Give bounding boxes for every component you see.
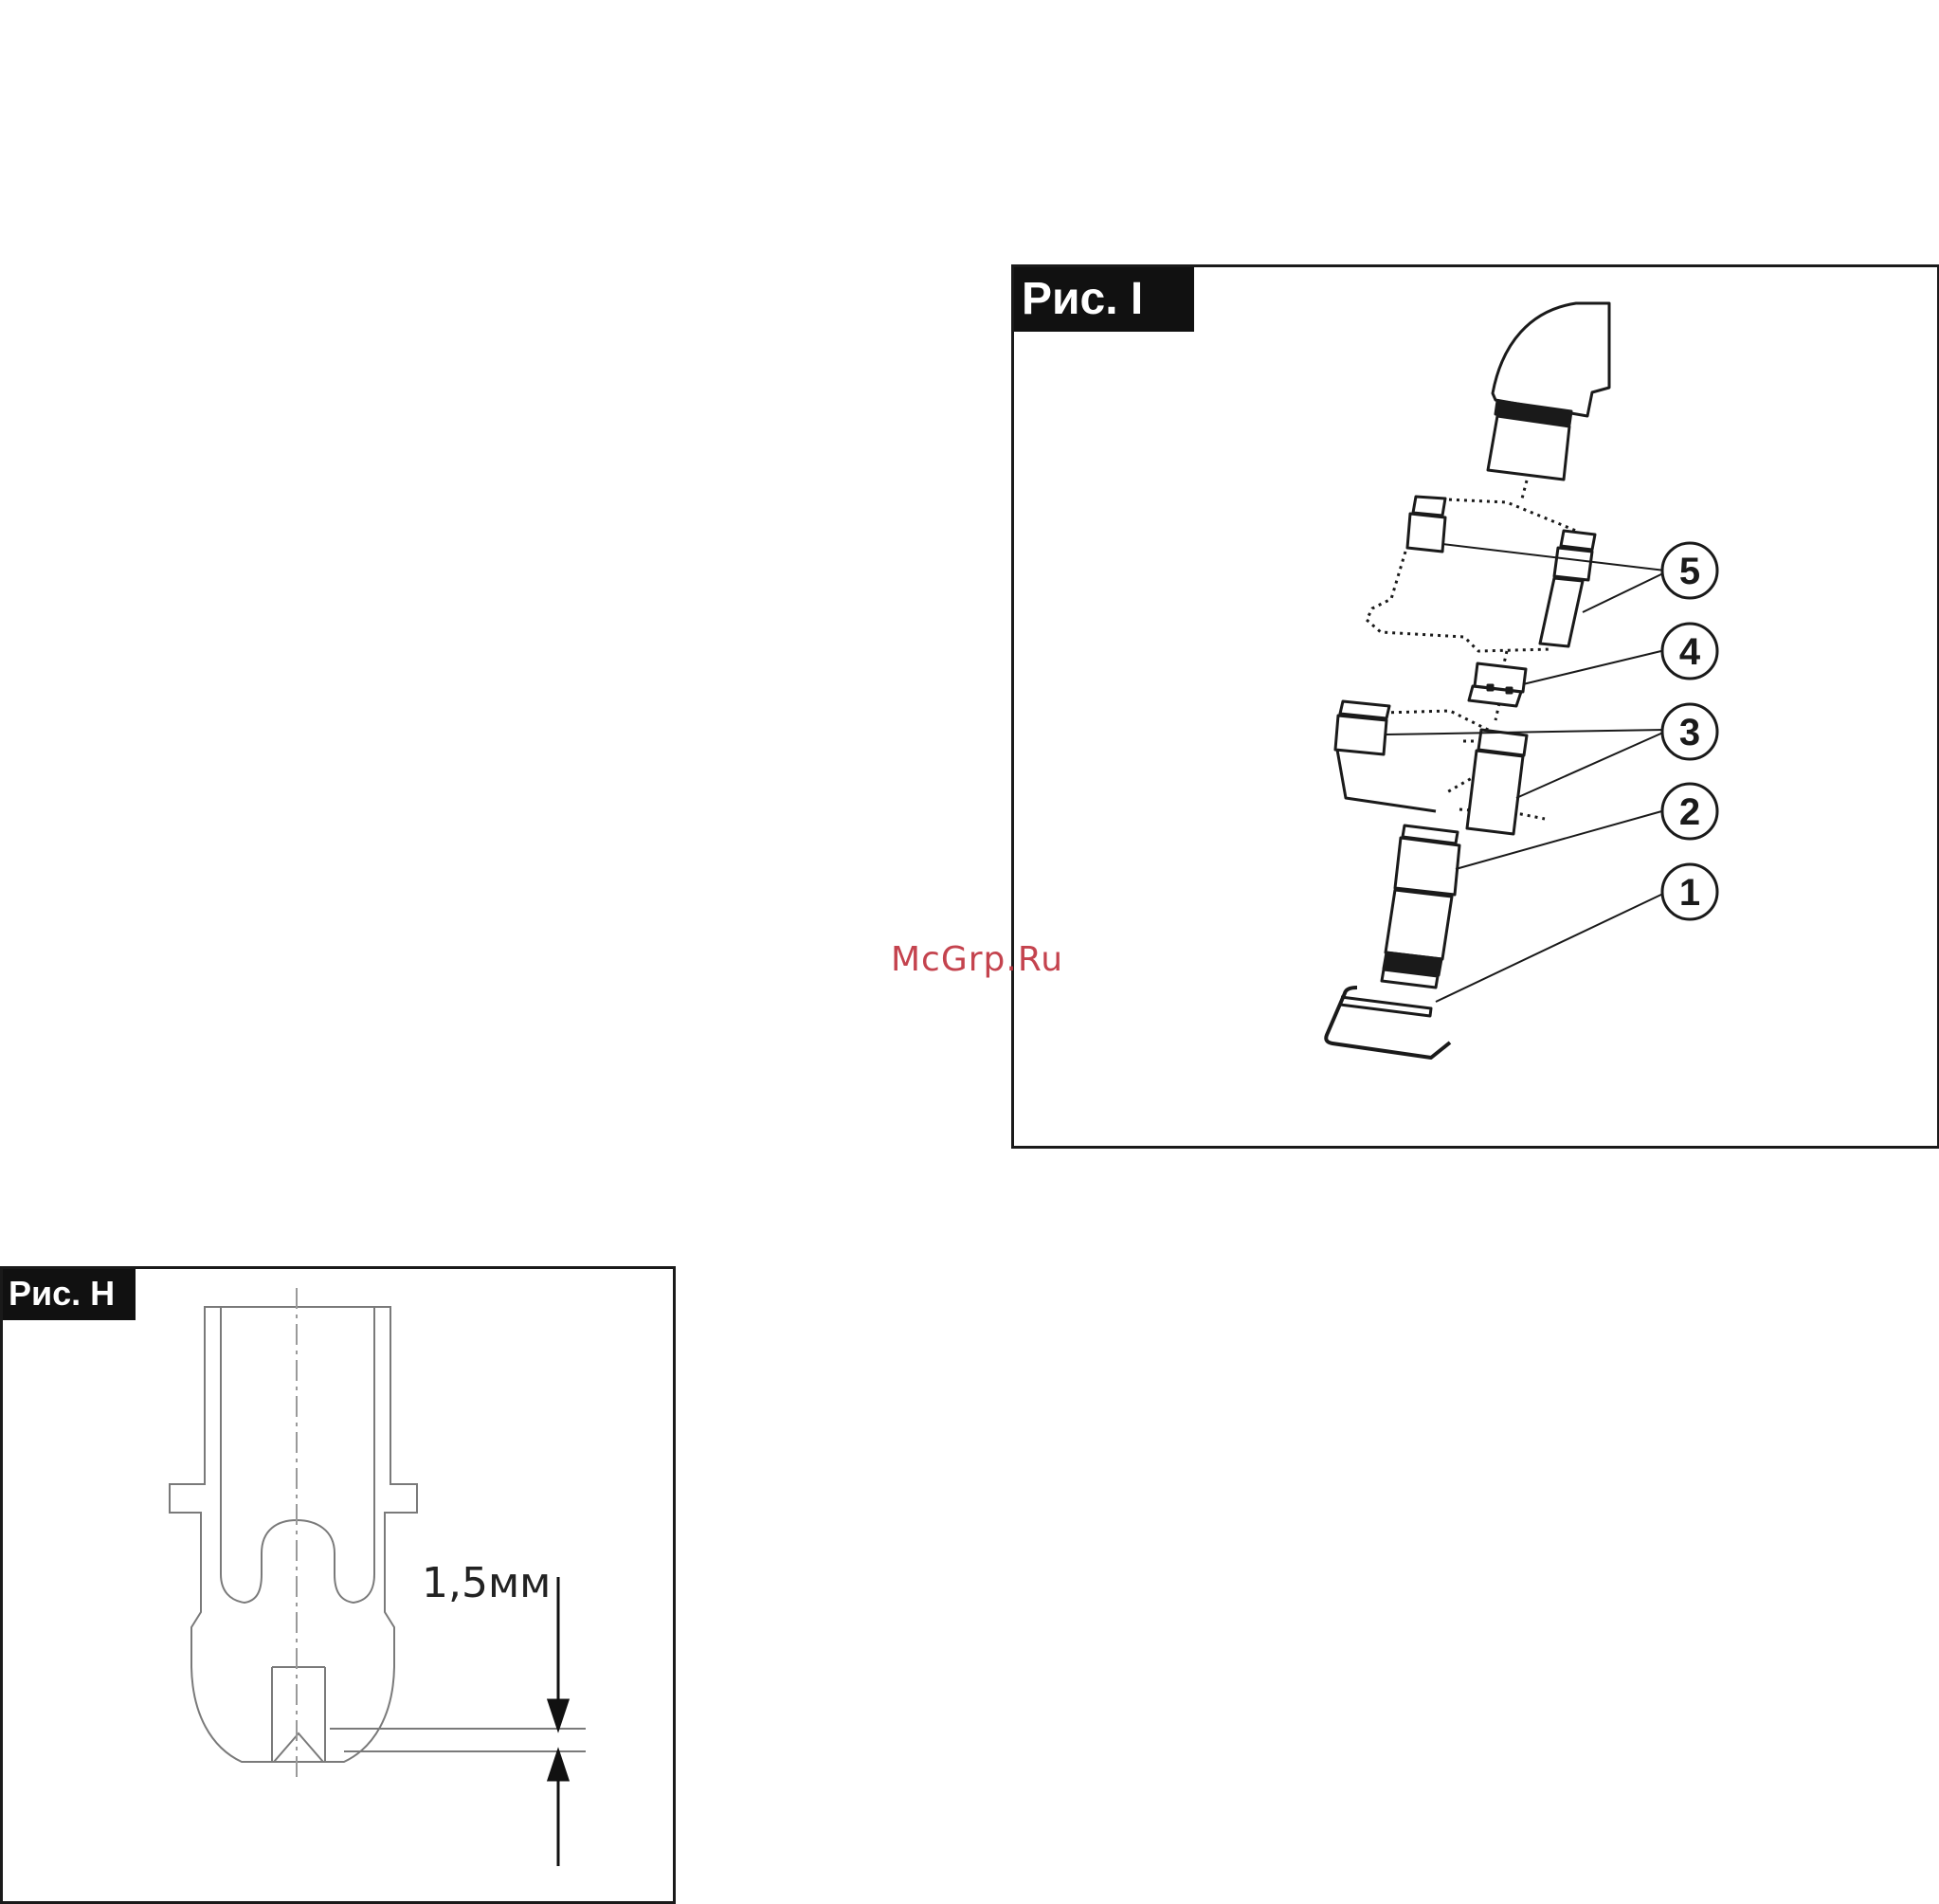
part-3-nozzle-left [1335, 701, 1389, 754]
dimension-label: 1,5мм [422, 1559, 551, 1607]
part-5-electrode-right [1540, 531, 1595, 646]
dimension-arrow-down [549, 1700, 568, 1729]
figure-h-panel: Рис. H 1,5мм [0, 1266, 676, 1904]
insert-pin [272, 1667, 325, 1762]
part-5-insert-left [1407, 497, 1445, 552]
part-2-shield-cup [1386, 825, 1459, 959]
electrode-section-drawing: 1,5мм [3, 1269, 673, 1901]
part-4-swirl-ring [1469, 663, 1526, 706]
electrode-body-outline [170, 1307, 417, 1762]
callout-3-number: 3 [1679, 712, 1700, 753]
torch-neck-part [1488, 416, 1569, 480]
torch-head-part [1493, 303, 1609, 416]
figure-i-panel: Рис. I [1011, 264, 1939, 1149]
exploded-parts-diagram: 5 4 3 2 1 [1014, 267, 1937, 1146]
callout-5-number: 5 [1679, 551, 1700, 592]
callout-2-number: 2 [1679, 791, 1700, 833]
watermark-text: McGrp.Ru [891, 940, 1063, 979]
callout-4-number: 4 [1679, 631, 1701, 673]
callout-1-number: 1 [1679, 872, 1700, 914]
part-3-nozzle-right [1467, 730, 1527, 834]
dimension-arrow-up [549, 1751, 568, 1780]
